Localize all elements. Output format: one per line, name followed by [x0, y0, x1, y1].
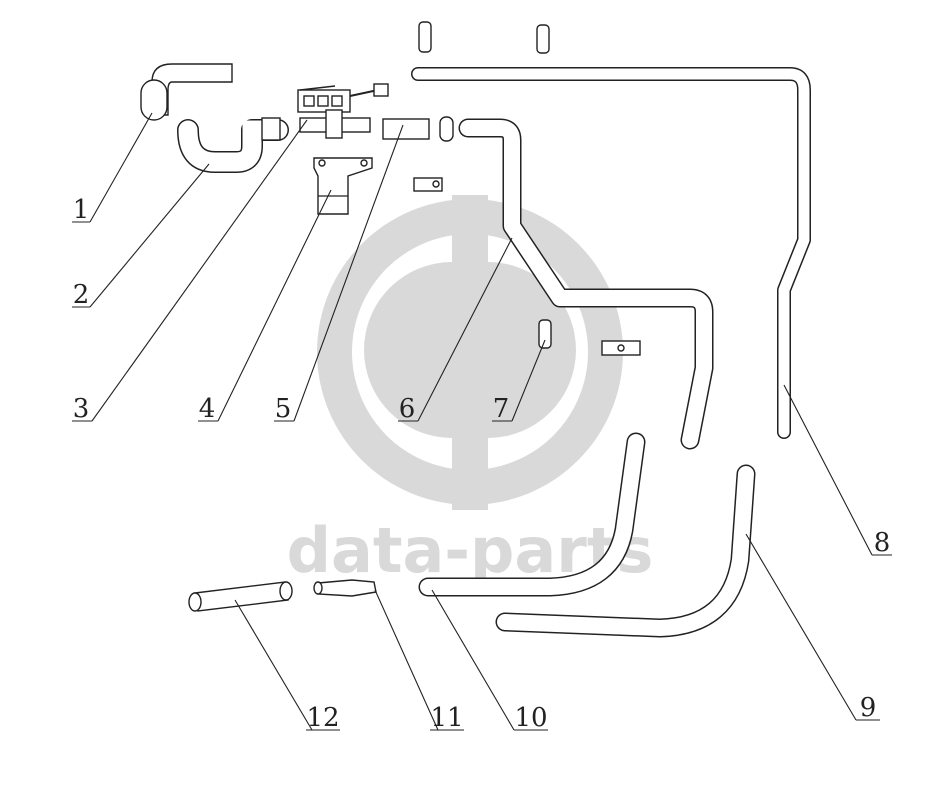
callout-7: 7	[493, 394, 510, 424]
callout-4: 4	[199, 394, 216, 424]
part-6-bent-pipe	[458, 118, 714, 450]
part-4-bracket	[313, 157, 373, 215]
part-9-curved-hose	[495, 464, 756, 638]
callout-5: 5	[275, 394, 292, 424]
callout-9: 9	[860, 693, 877, 723]
callout-8: 8	[874, 528, 891, 558]
part-7-fittings	[418, 21, 641, 356]
callout-2: 2	[73, 280, 90, 310]
callout-10: 10	[514, 703, 547, 733]
callout-numbers: 1 2 3 4 5 6 7 8 9 10 11 12	[73, 195, 891, 733]
part-5-connector	[382, 116, 454, 192]
part-3-valve-assembly	[297, 83, 389, 139]
callout-12: 12	[306, 703, 339, 733]
leader-lines	[72, 112, 892, 731]
callout-1: 1	[73, 195, 90, 225]
watermark-logo	[317, 195, 623, 510]
part-1-elbow-hose	[140, 63, 233, 121]
part-10-curved-hose	[418, 432, 646, 597]
callout-11: 11	[430, 703, 463, 733]
part-2-s-hose	[177, 117, 289, 173]
part-12-straight-tube	[188, 581, 293, 612]
callout-6: 6	[399, 394, 416, 424]
part-8-long-pipe	[411, 67, 811, 439]
callout-3: 3	[73, 394, 90, 424]
part-11-coupler	[313, 579, 377, 597]
